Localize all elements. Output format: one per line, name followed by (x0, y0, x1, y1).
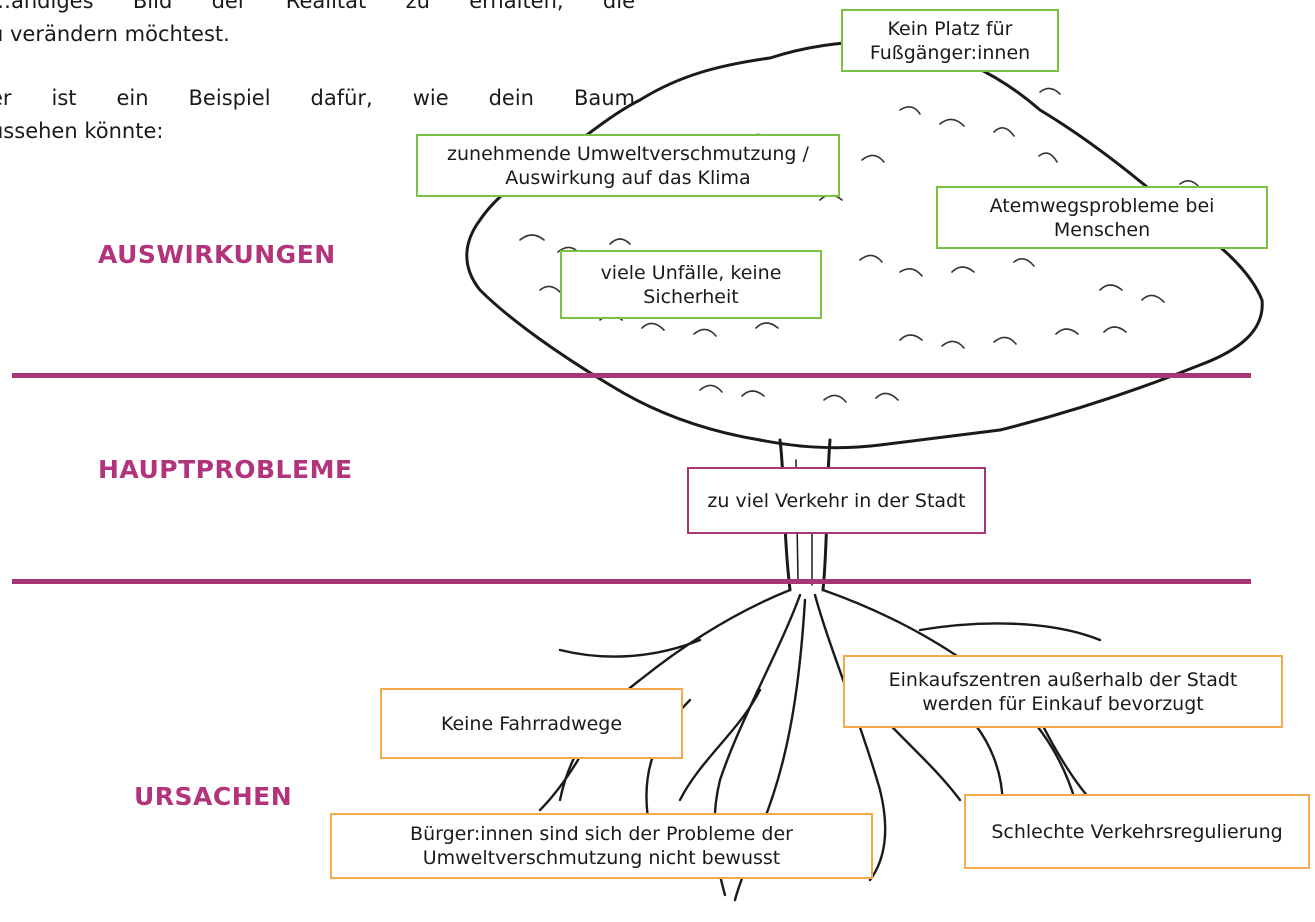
intro-paragraph-1: …ändiges Bild der Realität zu erhalten, … (0, 0, 635, 51)
effect-box-respiratory: Atemwegsprobleme bei Menschen (936, 186, 1268, 249)
cause-box-traffic-regulation: Schlechte Verkehrsregulierung (964, 794, 1310, 869)
effect-box-accidents: viele Unfälle, keine Sicherheit (560, 250, 822, 319)
intro-line: ussehen könnte: (0, 119, 164, 143)
cause-box-malls: Einkaufszentren außerhalb der Stadt werd… (843, 655, 1283, 728)
cause-box-bike-lanes: Keine Fahrradwege (380, 688, 683, 759)
divider-top (12, 373, 1251, 378)
main-problem-box: zu viel Verkehr in der Stadt (687, 467, 986, 534)
intro-line: …ändiges Bild der Realität zu erhalten, … (0, 0, 635, 13)
section-label-ursachen: URSACHEN (134, 782, 293, 811)
section-label-hauptprobleme: HAUPTPROBLEME (98, 455, 353, 484)
effect-box-pollution: zunehmende Umweltverschmutzung / Auswirk… (416, 134, 840, 197)
intro-line: er ist ein Beispiel dafür, wie dein Baum (0, 86, 635, 110)
divider-bottom (12, 579, 1251, 584)
intro-paragraph-2: er ist ein Beispiel dafür, wie dein Baum… (0, 82, 635, 148)
cause-box-awareness: Bürger:innen sind sich der Probleme der … (330, 813, 873, 879)
section-label-auswirkungen: AUSWIRKUNGEN (98, 240, 336, 269)
effect-box-no-pedestrian-space: Kein Platz für Fußgänger:innen (841, 9, 1059, 72)
intro-line: u verändern möchtest. (0, 22, 230, 46)
